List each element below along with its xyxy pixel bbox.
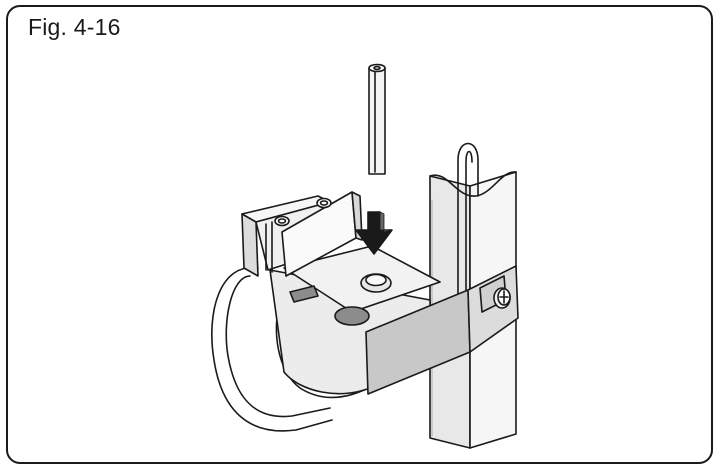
grommet [360,273,392,293]
drain-pipe [368,63,386,175]
screw [493,287,511,309]
hook-wire [457,142,479,301]
hole [334,306,370,326]
figure-label: Fig. 4-16 [28,14,121,40]
insert-arrow [355,211,393,255]
clamp-strap [365,265,519,395]
